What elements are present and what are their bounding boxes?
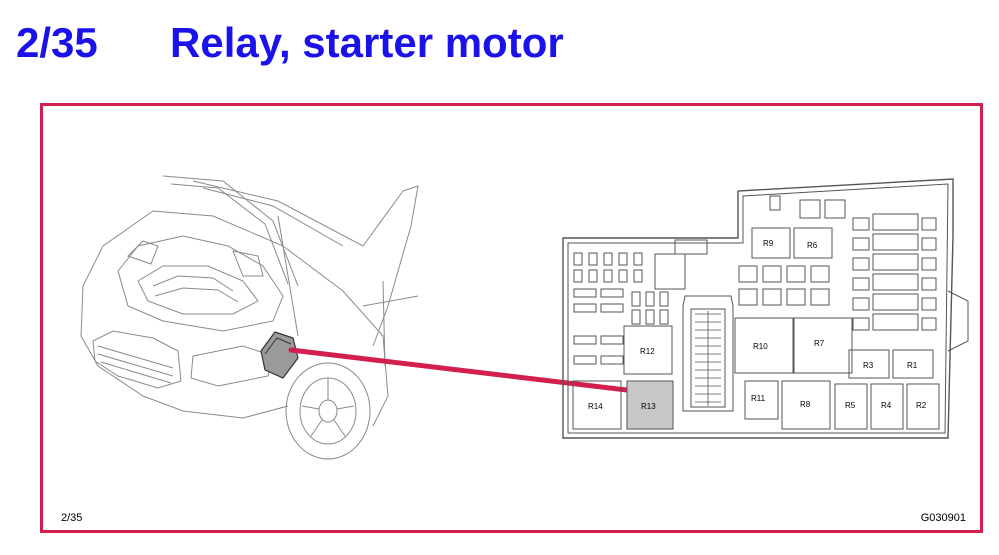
highlighted-relay-r13 (626, 380, 674, 430)
relay-label-r6: R6 (807, 241, 818, 250)
car-illustration (80, 175, 419, 460)
relay-label-r10: R10 (753, 342, 768, 351)
relay-label-r12: R12 (640, 347, 655, 356)
footer-page-ref: 2/35 (61, 512, 83, 524)
header: 2/35 Relay, starter motor (0, 0, 999, 90)
diagram-frame: R9 R6 R10 R7 R3 R1 R11 R8 R5 R4 R2 R12 R… (40, 103, 983, 533)
relay-label-r2: R2 (916, 401, 927, 410)
section-code: 2/35 (16, 19, 98, 66)
page-title: Relay, starter motor (170, 19, 564, 66)
pointer-line (288, 347, 646, 395)
relay-labels: R9 R6 R10 R7 R3 R1 R11 R8 R5 R4 R2 R12 R… (588, 239, 927, 411)
relay-label-r1: R1 (907, 361, 918, 370)
relay-label-r7: R7 (814, 339, 825, 348)
relay-label-r8: R8 (800, 400, 811, 409)
relay-label-r4: R4 (881, 401, 892, 410)
relay-label-r9: R9 (763, 239, 774, 248)
relay-label-r13: R13 (641, 402, 656, 411)
relay-label-r11: R11 (751, 394, 766, 403)
relay-box-in-car (260, 331, 299, 379)
relay-box-schematic (562, 178, 969, 439)
relay-label-r14: R14 (588, 402, 603, 411)
relay-label-r5: R5 (845, 401, 856, 410)
diagram-canvas: R9 R6 R10 R7 R3 R1 R11 R8 R5 R4 R2 R12 R… (80, 175, 969, 460)
footer-figure-id: G030901 (920, 512, 966, 524)
relay-label-r3: R3 (863, 361, 874, 370)
